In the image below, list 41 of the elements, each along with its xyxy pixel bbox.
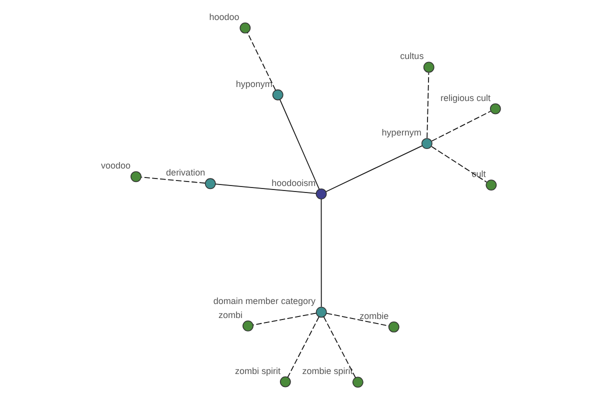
node-circle [204,178,216,190]
node-label: zombi [218,310,242,320]
node-label: zombie spirit [302,366,352,376]
node-label: hoodoo [208,12,239,22]
connector [430,146,487,183]
node-circle [272,89,283,100]
connector [252,312,316,326]
connector [140,176,205,184]
node-label: zombi spirit [234,366,280,376]
connector [279,99,320,190]
connector [426,72,429,138]
node-label: hoodooism [271,178,316,188]
node-label: voodoo [100,160,130,171]
node-circle [315,188,326,200]
connector [430,110,490,142]
node-circle [279,376,290,388]
node-circle [239,22,250,34]
node-label: cult [471,169,486,180]
node-circle [352,376,363,388]
node-label: hyponym [235,78,272,89]
node-circle [420,138,432,149]
node-circle [242,320,253,332]
node-label: cultus [400,51,424,62]
connector [286,316,319,378]
connector [325,145,422,192]
node-label: derivation [166,168,205,178]
node-circle [315,306,326,318]
node-circle [130,171,141,182]
connector [214,184,316,194]
node-circle [489,103,500,114]
node-circle [422,62,434,73]
node-circle [388,322,399,332]
connector [322,316,356,378]
node-label: domain member category [212,296,315,306]
node-label: zombie [359,310,388,321]
connector [326,312,389,326]
connector [246,32,276,90]
node-circle [485,180,496,191]
node-label: religious cult [440,92,490,103]
node-label: hypernym [381,128,421,138]
connector [320,198,322,308]
